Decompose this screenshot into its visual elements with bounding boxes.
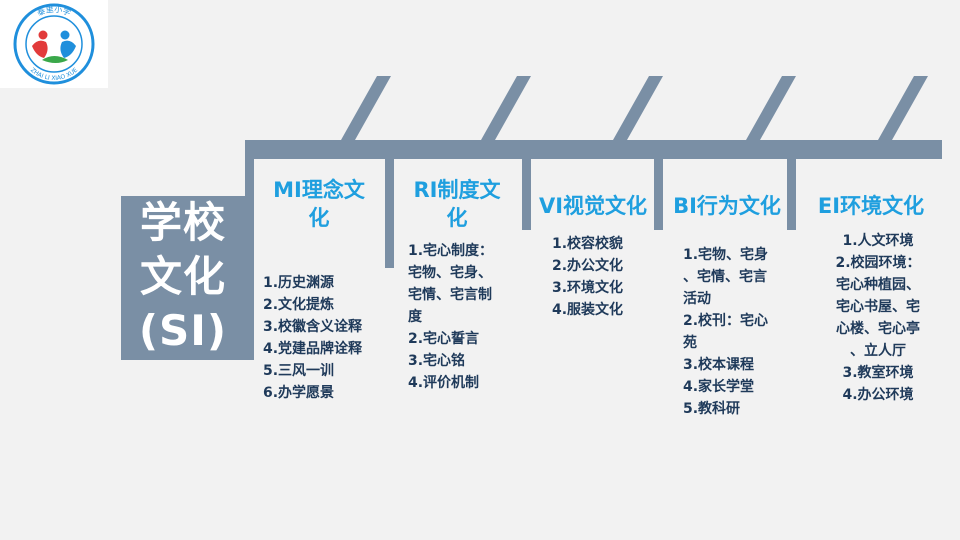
list-item: 4.评价机制 [408,375,480,391]
zigzag-4 [746,76,796,140]
list-item: 苑 [683,335,697,351]
school-emblem-icon: 泰里小学 ZHAI LI XIAO XUE [13,3,95,85]
list-item: 2.校园环境： [835,255,921,271]
list-item: 心楼、宅心亭 [836,321,920,337]
list-item: 宅心书屋、宅 [836,299,920,315]
column-list-ei: 1.人文环境 2.校园环境： 宅心种植园、 宅心书屋、宅 心楼、宅心亭 、立人厅… [812,230,944,406]
list-item: 1.人文环境 [842,233,914,249]
list-item: 度 [408,309,422,325]
column-title-mi: MI理念文 化 [273,178,365,230]
school-logo: 泰里小学 ZHAI LI XIAO XUE [0,0,108,88]
column-list-vi: 1.校容校貌 2.办公文化 3.环境文化 4.服装文化 [552,233,623,321]
list-item: 4.家长学堂 [683,379,755,395]
list-item: 宅情、宅言制 [408,287,492,303]
column-list-ri: 1.宅心制度： 宅物、宅身、 宅情、宅言制 度 2.宅心誓言 3.宅心铭 4.评… [408,240,493,394]
zigzag-2 [481,76,531,140]
top-bar [245,140,942,159]
main-title-block: 学校 文化 (SI) [121,196,245,360]
list-item: 3.校本课程 [683,357,755,373]
zigzag-5 [878,76,928,140]
column-title-ei: EI环境文化 [817,194,925,218]
list-item: 2.办公文化 [552,258,624,274]
list-item: 宅物、宅身、 [408,265,492,281]
divider-4 [654,140,663,230]
divider-3 [522,140,531,230]
list-item: 、宅情、宅言 [683,269,767,285]
list-item: 4.办公环境 [842,387,914,403]
column-list-bi: 1.宅物、宅身 、宅情、宅言 活动 2.校刊：宅心 苑 3.校本课程 4.家长学… [683,244,768,420]
list-item: 宅心种植园、 [836,277,920,293]
divider-5 [787,140,796,230]
list-item: 、立人厅 [850,343,906,359]
list-item: 活动 [683,291,711,307]
list-item: 4.服装文化 [552,302,624,318]
list-item: 3.教室环境 [842,365,914,381]
list-item: 3.校徽含义诠释 [263,319,363,335]
list-item: 1.历史渊源 [263,275,335,291]
list-item: 1.校容校貌 [552,236,624,252]
divider-2 [385,140,394,268]
column-title-bi: BI行为文化 [673,194,781,218]
list-item: 2.文化提炼 [263,297,335,313]
column-title-vi: VI视觉文化 [538,194,648,218]
list-item: 5.教科研 [683,401,741,417]
list-item: 2.宅心誓言 [408,331,480,347]
list-item: 1.宅心制度： [408,243,494,259]
list-item: 5.三风一训 [263,363,335,379]
column-list-mi: 1.历史渊源 2.文化提炼 3.校徽含义诠释 4.党建品牌诠释 5.三风一训 6… [263,272,362,404]
divider-1 [245,140,254,360]
list-item: 1.宅物、宅身 [683,247,769,263]
list-item: 6.办学愿景 [263,385,335,401]
main-title: 学校 文化 (SI) [138,198,228,355]
zigzag-1 [341,76,391,140]
column-title-ri: RI制度文 化 [413,178,501,230]
zigzag-3 [613,76,663,140]
list-item: 4.党建品牌诠释 [263,341,363,357]
list-item: 2.校刊：宅心 [683,313,769,329]
list-item: 3.宅心铭 [408,353,466,369]
list-item: 3.环境文化 [552,280,624,296]
